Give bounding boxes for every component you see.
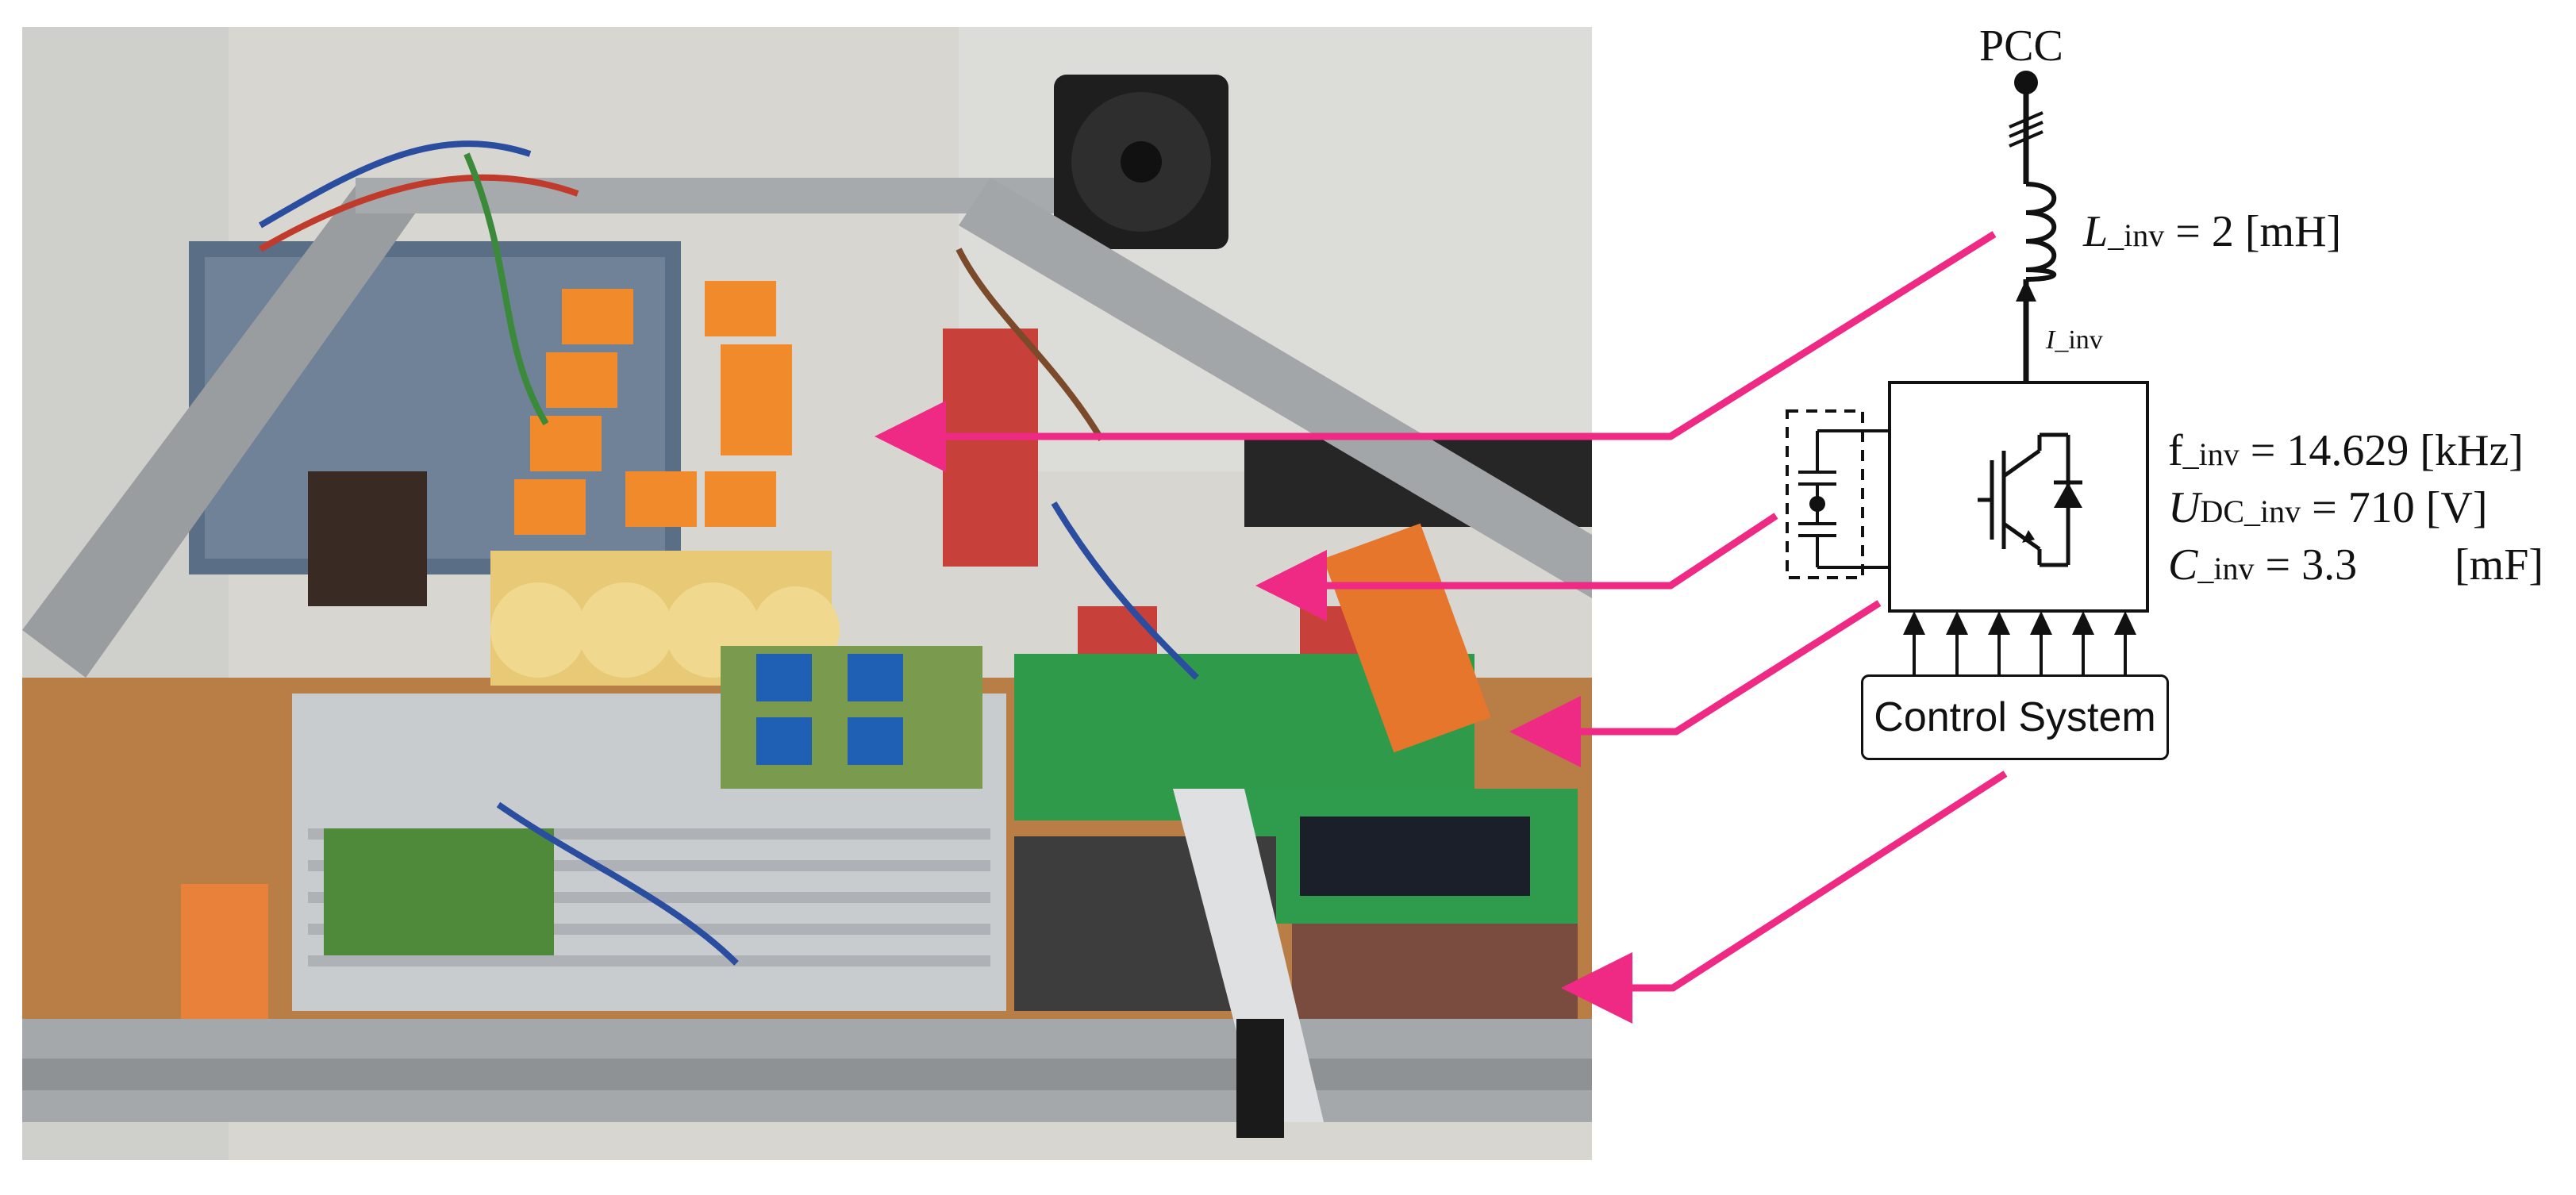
three-phase-ticks	[2009, 111, 2043, 148]
prototype-photo-illustration	[22, 27, 1592, 1160]
current-arrow-head	[2016, 279, 2036, 302]
dc-midpoint-node	[1809, 496, 1825, 512]
dc-link-enclosure	[1786, 409, 1864, 579]
inductor-value: = 2 [mH]	[2175, 207, 2342, 256]
inductor-subscript: _inv	[2108, 217, 2165, 253]
inductor-coil	[2025, 182, 2057, 282]
inductor-symbol: L	[2083, 207, 2109, 256]
control-system-box: Control System	[1861, 674, 2169, 760]
capacitance-unit: [mF]	[2455, 540, 2543, 590]
pointer-arrow-control	[1561, 770, 2008, 1024]
dc-link-capacitor	[1798, 429, 1890, 569]
control-signal-lines	[1913, 628, 2127, 674]
dc-voltage-symbol: U	[2168, 483, 2201, 532]
pointer-arrows	[875, 231, 2008, 1024]
current-subscript: _inv	[2055, 325, 2103, 355]
inverter-box	[1888, 381, 2149, 613]
pcc-label: PCC	[1979, 21, 2063, 71]
pointer-arrow-inductor	[875, 231, 1997, 472]
capacitance-value: = 3.3	[2265, 540, 2358, 590]
capacitance-symbol: C	[2168, 540, 2198, 590]
control-signal-arrowheads	[1903, 611, 2136, 635]
igbt-emitter-arrow	[2022, 530, 2035, 543]
capacitance-subscript: _inv	[2197, 551, 2255, 586]
inductor-label: L_inv = 2 [mH]	[2083, 209, 2341, 254]
dc-voltage-label: UDC_inv = 710 [V]	[2168, 486, 2487, 530]
dc-voltage-subscript: DC_inv	[2200, 494, 2301, 529]
dc-voltage-value: = 710 [V]	[2312, 483, 2488, 532]
pointer-arrow-driver	[1509, 600, 1882, 767]
diode-icon	[2054, 482, 2082, 508]
capacitance-label: C_inv = 3.3	[2168, 543, 2357, 587]
pointer-arrow-dc-link	[1255, 513, 1778, 621]
current-symbol: I	[2046, 325, 2055, 355]
frequency-value: = 14.629 [kHz]	[2250, 426, 2524, 475]
frequency-symbol: f	[2168, 426, 2183, 475]
current-label: I_inv	[2046, 327, 2103, 354]
frequency-subscript: _inv	[2182, 436, 2240, 472]
frequency-label: f_inv = 14.629 [kHz]	[2168, 428, 2524, 473]
control-system-label: Control System	[1874, 694, 2156, 740]
prototype-photo	[22, 27, 1592, 1160]
